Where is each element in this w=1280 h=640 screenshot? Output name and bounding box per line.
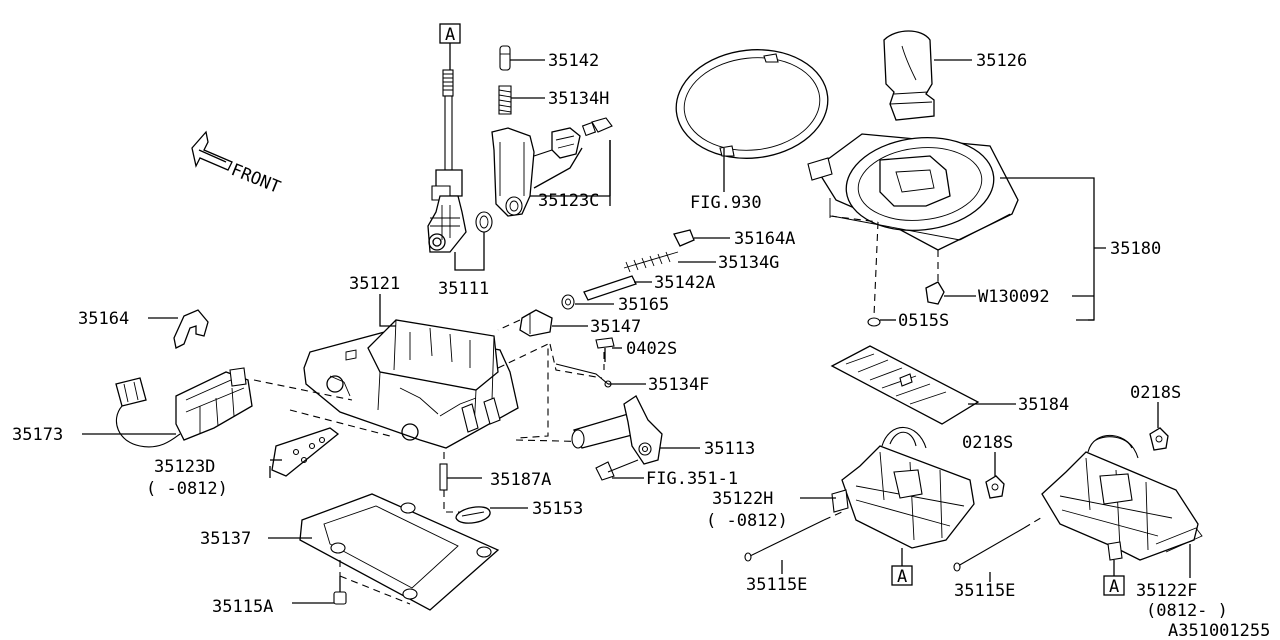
label-35115E-b: 35115E [954,581,1015,601]
front-label: FRONT [228,160,283,198]
label-35173: 35173 [12,425,63,445]
part-35153-grommet [455,506,491,524]
part-35180-console-plate [807,133,1019,251]
label-35165: 35165 [618,295,669,315]
part-35122F-bracket [1041,434,1203,561]
label-35153: 35153 [532,499,583,519]
part-35121-shifter-base [303,319,519,449]
part-35134G-spring [623,251,679,273]
label-35111: 35111 [438,279,489,299]
part-35147-bracket [519,309,553,337]
label-0218S-a: 0218S [962,433,1013,453]
part-35115E-bolt-a [744,511,843,562]
label-35126: 35126 [976,51,1027,71]
label-35134G: 35134G [718,253,779,273]
label-35180: 35180 [1110,239,1161,259]
label-35134F: 35134F [648,375,709,395]
label-35164: 35164 [78,309,129,329]
ref-mark-a-right: A [1103,560,1125,597]
label-35142: 35142 [548,51,599,71]
label-35137: 35137 [200,529,251,549]
label-0218S-b: 0218S [1130,383,1181,403]
part-W130092-clip [925,281,945,305]
part-35137-cover-plate [299,493,500,611]
svg-text:A: A [897,567,907,587]
label-35113: 35113 [704,439,755,459]
label-35164A: 35164A [734,229,795,249]
part-35122H-bracket [831,426,975,549]
part-35164-clip [173,309,209,349]
label-35147: 35147 [590,317,641,337]
callout-labels: 35142 35134H 35123C 35111 35121 35164 35… [12,51,1270,640]
part-35164A-cap [673,229,695,247]
label-35184: 35184 [1018,395,1069,415]
label-0515S: 0515S [898,311,949,331]
part-35123D-plate [271,427,340,477]
part-0515S-nut [867,317,881,327]
svg-text:A: A [1109,577,1119,597]
svg-text:A: A [445,25,455,45]
part-35115A-bolt [333,576,347,605]
label-W130092: W130092 [978,287,1050,307]
part-35173-switch [115,367,253,448]
part-fig351-bolt [595,459,639,481]
label-35115E-a: 35115E [746,575,807,595]
part-35187A-pin [439,463,448,491]
part-35115E-bolt-b [953,515,1045,572]
leader-lines [82,59,1191,604]
part-0402S-screw [595,337,615,362]
label-35123D-note: ( -0812) [146,479,228,499]
ref-mark-a-mid: A [891,548,913,587]
part-35142A-rod [583,275,637,301]
label-35122H-note: ( -0812) [706,511,788,531]
part-35134H-spring [498,85,512,115]
label-35122H: 35122H [712,489,773,509]
label-35122F: 35122F [1136,581,1197,601]
label-35142A: 35142A [654,273,715,293]
ref-mark-a-top: A [439,23,461,70]
part-35123C-lever-bracket [491,117,613,217]
part-0218S-nut-a [985,475,1005,499]
part-35134F-wire [555,363,612,388]
label-35134H: 35134H [548,89,609,109]
part-35142-pin [499,45,511,71]
label-35121: 35121 [349,274,400,294]
part-0218S-nut-b [1149,427,1169,451]
part-fig930-ring [675,49,829,159]
part-35113-shaft [571,395,663,465]
label-35123C: 35123C [538,191,599,211]
front-arrow-icon [191,130,233,171]
label-fig930: FIG.930 [690,193,762,213]
label-fig351: FIG.351-1 [646,469,738,489]
part-35165-washer [561,294,575,310]
part-35111-shift-rod [427,69,493,253]
part-35126-shift-knob [883,30,935,121]
diagram-code: A351001255 [1168,621,1270,640]
label-0402S: 0402S [626,339,677,359]
label-35187A: 35187A [490,470,551,490]
label-35122F-note: (0812- ) [1146,601,1228,621]
label-35115A: 35115A [212,597,273,617]
part-35184-panel [830,345,980,425]
label-35123D: 35123D [154,457,215,477]
